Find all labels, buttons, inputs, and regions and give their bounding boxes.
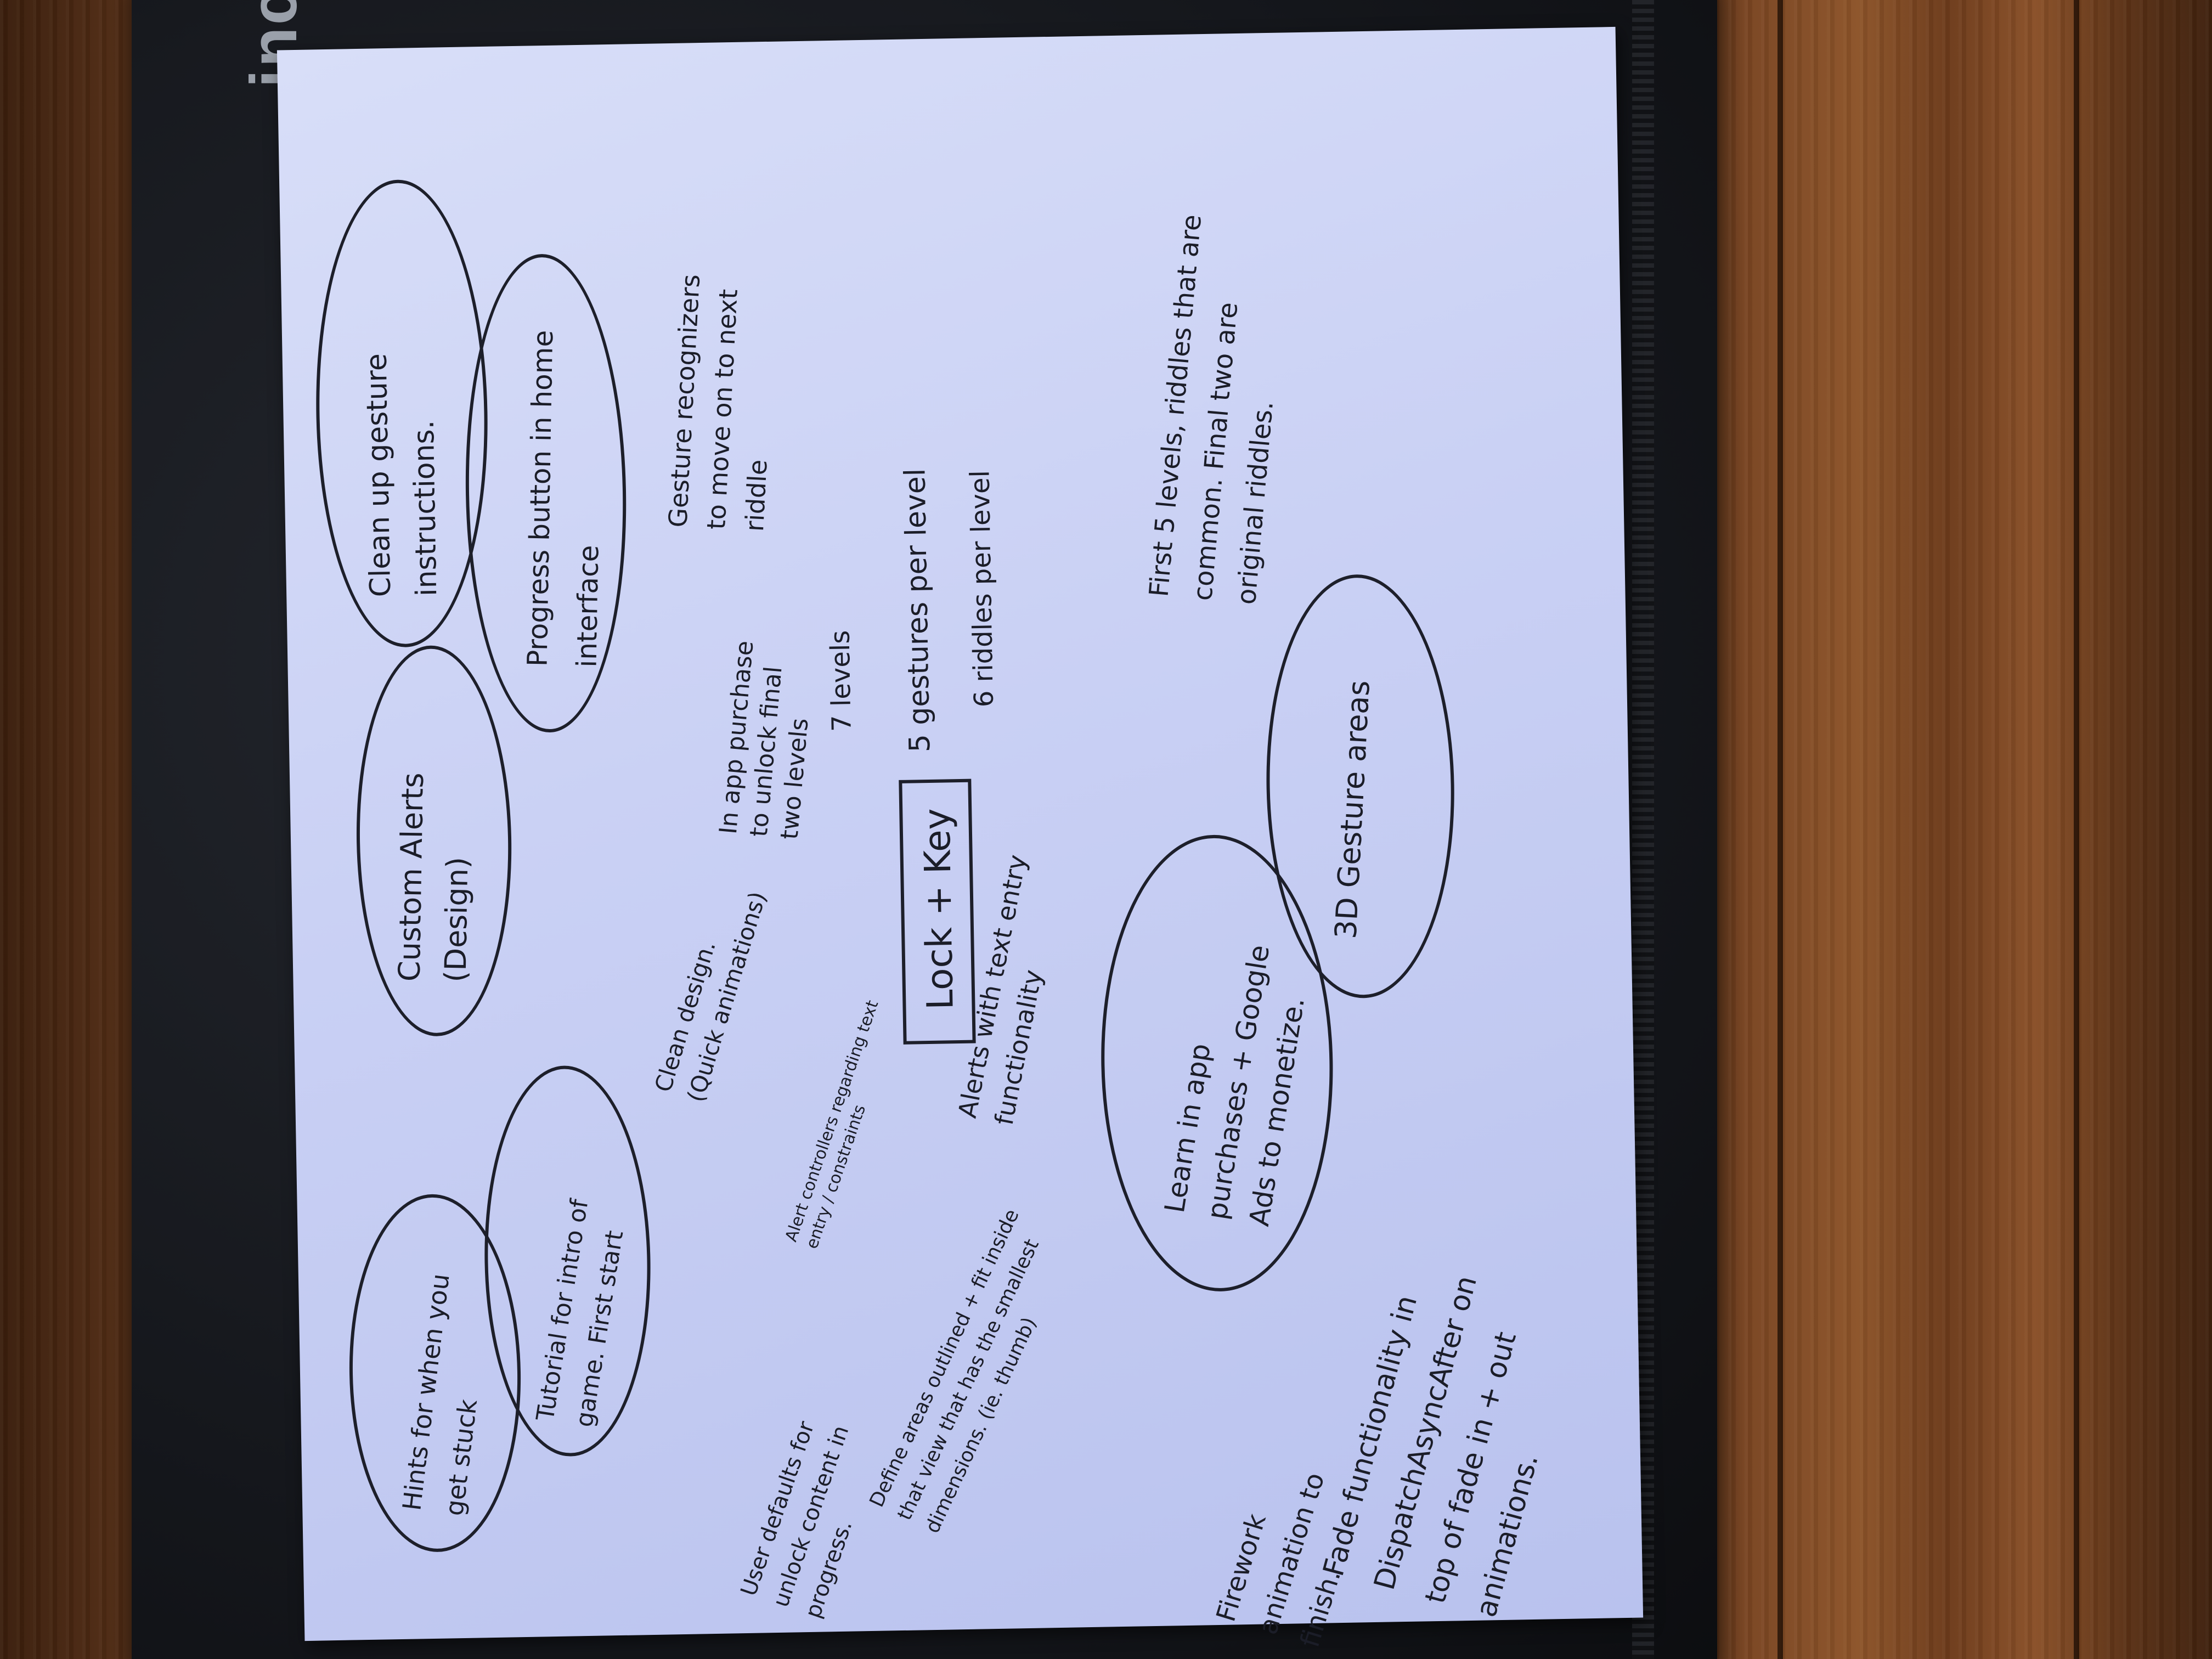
note-custom-alerts: Custom Alerts (Design) [392,772,475,983]
note-first-five: First 5 levels, riddles that are common.… [1143,213,1279,606]
note-lock-key: Lock + Key [916,808,962,1011]
note-clean-design: Clean design. (Quick animations) [649,888,772,1105]
wood-seam [1778,0,1783,1659]
note-gesture-recognizers: Gesture recognizers to move on to next r… [663,273,773,533]
note-seven-levels: 7 levels [825,630,857,732]
note-define-areas: Define areas outlined + fit inside that … [865,1205,1044,1537]
wood-seam [2074,0,2079,1659]
note-six-riddles: 6 riddles per level [964,470,1000,708]
note-in-app-purchase: In app purchase to unlock final two leve… [714,639,814,841]
note-progress: Progress button in home interface [521,330,605,668]
note-alert-controllers: Alert controllers regarding text entry /… [781,997,883,1251]
note-fade: Fade functionality in DispatchAsyncAfter… [1317,1272,1545,1621]
paper-sheet: Hints for when you get stuck Tutorial fo… [276,26,1644,1651]
note-five-gestures: 5 gestures per level [899,468,937,753]
note-clean-up: Clean up gesture instructions. [360,353,444,597]
